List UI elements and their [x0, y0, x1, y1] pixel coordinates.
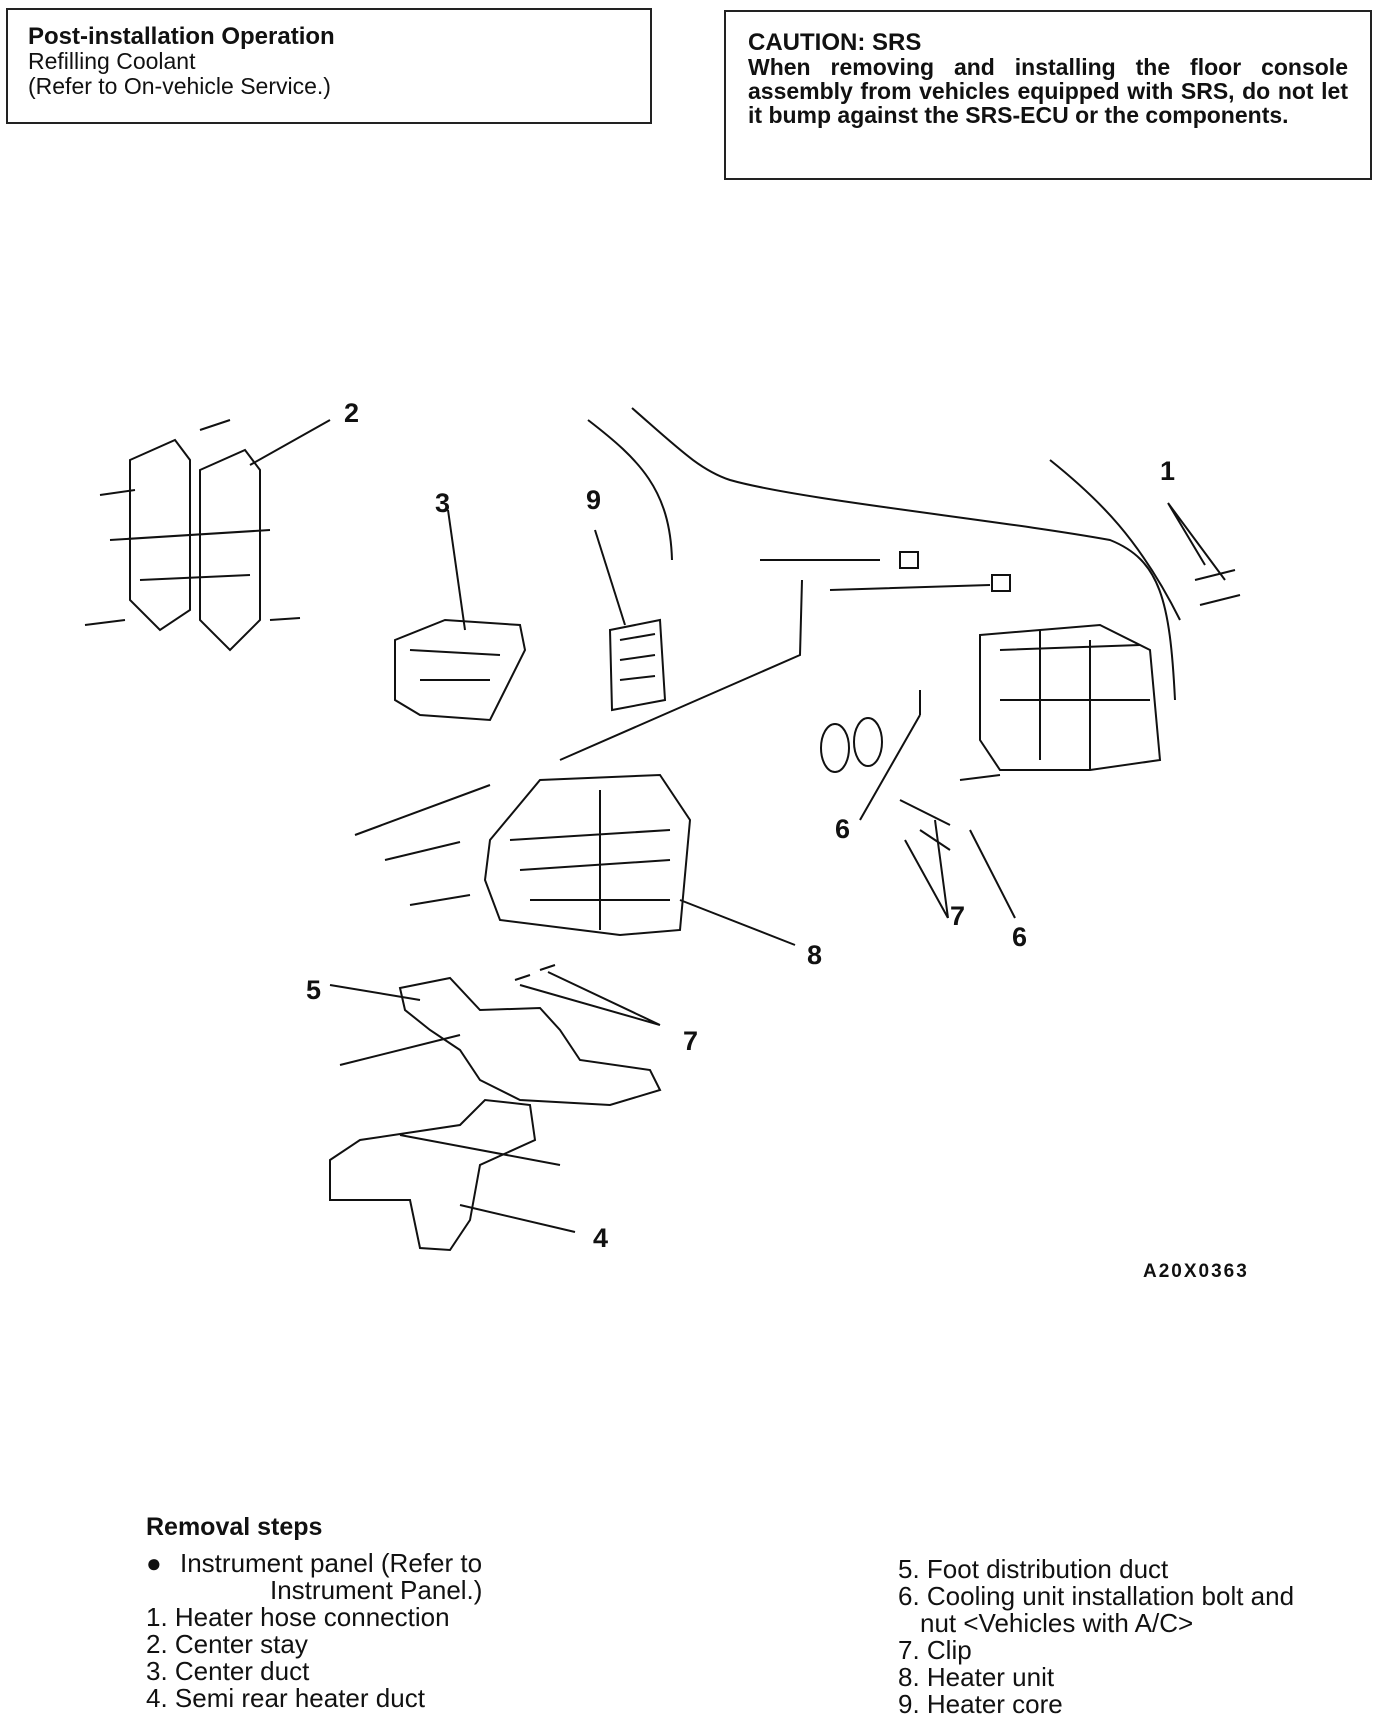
- post-installation-line-2: (Refer to On-vehicle Service.): [28, 73, 331, 99]
- post-installation-line-1: Refilling Coolant: [28, 48, 196, 74]
- caution-box: CAUTION: SRS When removing and installin…: [724, 10, 1372, 180]
- bullet-icon: ●: [146, 1548, 162, 1578]
- callout-6-upper: 6: [835, 814, 850, 844]
- diagram-line-art: [84, 407, 1241, 1252]
- callout-1: 1: [1160, 456, 1175, 486]
- callout-7-lower: 7: [683, 1026, 698, 1056]
- callout-3: 3: [435, 488, 450, 518]
- callout-4: 4: [593, 1223, 608, 1253]
- callout-9: 9: [586, 485, 601, 515]
- caution-title: CAUTION: SRS: [748, 29, 922, 56]
- removal-step-7: 7. Clip: [898, 1635, 972, 1665]
- callout-8: 8: [807, 940, 822, 970]
- removal-step-9: 9. Heater core: [898, 1689, 1063, 1719]
- removal-step-6-line-1: 6. Cooling unit installation bolt and: [898, 1581, 1295, 1611]
- removal-step-2: 2. Center stay: [146, 1629, 308, 1659]
- callout-5: 5: [306, 975, 321, 1005]
- removal-step-3: 3. Center duct: [146, 1656, 310, 1686]
- figure-code: A20X0363: [1143, 1261, 1249, 1282]
- callout-7-upper: 7: [950, 901, 965, 931]
- removal-step-5: 5. Foot distribution duct: [898, 1554, 1169, 1584]
- removal-step-4: 4. Semi rear heater duct: [146, 1683, 425, 1713]
- exploded-parts-diagram: 1 2 3 9 6 7 6 8 5 7 4 A20X0363: [84, 398, 1249, 1282]
- removal-step-bullet: ● Instrument panel (Refer to: [146, 1550, 566, 1577]
- removal-step-8: 8. Heater unit: [898, 1662, 1055, 1692]
- callout-6-lower: 6: [1012, 922, 1027, 952]
- removal-step-bullet-line-1: Instrument panel (Refer to: [180, 1548, 483, 1578]
- removal-steps-right-column: 5. Foot distribution duct 6. Cooling uni…: [898, 1556, 1368, 1718]
- removal-step-6-line-2: nut <Vehicles with A/C>: [920, 1608, 1194, 1638]
- removal-steps-title: Removal steps: [146, 1513, 323, 1541]
- post-installation-title: Post-installation Operation: [28, 23, 335, 50]
- removal-steps-left-column: ● Instrument panel (Refer to Instrument P…: [146, 1550, 566, 1712]
- removal-step-bullet-line-2: Instrument Panel.): [270, 1575, 483, 1605]
- post-installation-box: Post-installation Operation Refilling Co…: [6, 8, 652, 124]
- diagram-callouts: 1 2 3 9 6 7 6 8 5 7 4 A20X0363: [306, 398, 1249, 1282]
- removal-step-1: 1. Heater hose connection: [146, 1602, 450, 1632]
- caution-text: When removing and installing the floor c…: [748, 54, 1348, 128]
- callout-2: 2: [344, 398, 359, 428]
